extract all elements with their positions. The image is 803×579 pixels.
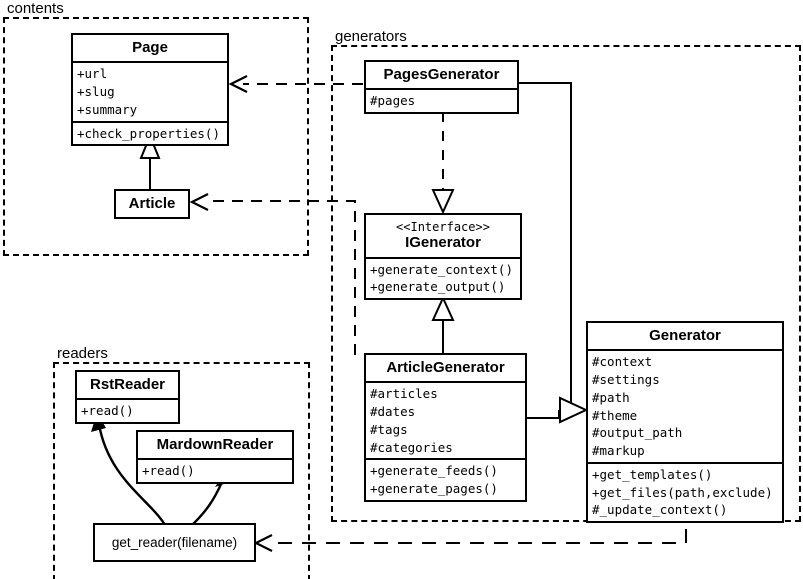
class-page-attributes: +url +slug +summary <box>73 61 227 120</box>
attribute: +summary <box>77 101 138 117</box>
attribute: #tags <box>370 421 408 437</box>
method: +read() <box>81 403 134 419</box>
class-pagesgenerator-attributes: #pages <box>366 88 517 112</box>
attribute: #articles <box>370 386 438 402</box>
package-contents-label: contents <box>4 0 67 17</box>
class-igenerator-methods: +generate_context() +generate_output() <box>366 256 520 299</box>
attribute: #theme <box>592 407 638 423</box>
attribute: +slug <box>77 84 115 99</box>
method: +read() <box>142 463 195 479</box>
attribute: #path <box>592 389 630 405</box>
attribute: #pages <box>370 93 416 109</box>
attribute: #categories <box>370 439 453 455</box>
class-pagesgenerator[interactable]: PagesGenerator #pages <box>364 60 519 114</box>
method: +generate_pages() <box>370 481 498 496</box>
attribute: #markup <box>592 443 645 458</box>
class-generator[interactable]: Generator #context #settings #path #them… <box>586 321 784 523</box>
method: +get_templates() <box>592 466 713 482</box>
method: +generate_output() <box>370 279 506 295</box>
class-rstreader-title: RstReader <box>89 376 166 393</box>
class-igenerator-title: <<Interface>> IGenerator <box>366 215 520 257</box>
class-igenerator-name: IGenerator <box>405 234 481 252</box>
method: #_update_context() <box>592 502 728 518</box>
attribute: #dates <box>370 404 416 419</box>
class-igenerator[interactable]: <<Interface>> IGenerator +generate_conte… <box>364 213 522 301</box>
class-rstreader[interactable]: RstReader +read() <box>75 370 180 424</box>
attribute: #output_path <box>592 425 683 441</box>
package-readers <box>53 362 310 579</box>
class-rstreader-methods: +read() <box>77 398 178 422</box>
class-generator-title: Generator <box>649 327 721 344</box>
package-readers-label: readers <box>54 345 111 362</box>
method: +check_properties() <box>77 125 220 141</box>
class-page[interactable]: Page +url +slug +summary +check_properti… <box>71 33 229 147</box>
attribute: +url <box>77 66 108 82</box>
attribute: #settings <box>592 372 660 387</box>
attribute: #context <box>592 354 653 370</box>
package-contents <box>3 17 309 256</box>
function-get-reader-label: get_reader(filename) <box>111 535 238 550</box>
method: +generate_context() <box>370 261 513 277</box>
class-mardownreader-methods: +read() <box>138 458 292 482</box>
class-igenerator-stereotype: <<Interface>> <box>396 220 490 234</box>
class-article-title: Article <box>128 195 176 212</box>
method: +get_files(path,exclude) <box>592 484 773 500</box>
class-mardownreader-title: MardownReader <box>156 436 274 453</box>
package-generators-label: generators <box>332 28 410 45</box>
class-generator-attributes: #context #settings #path #theme #output_… <box>588 349 782 462</box>
class-pagesgenerator-title: PagesGenerator <box>383 66 500 83</box>
class-page-title: Page <box>132 39 168 56</box>
class-articlegenerator-methods: +generate_feeds() +generate_pages() <box>366 458 525 500</box>
class-generator-methods: +get_templates() +get_files(path,exclude… <box>588 461 782 521</box>
class-articlegenerator-title: ArticleGenerator <box>386 359 505 376</box>
class-mardownreader[interactable]: MardownReader +read() <box>136 430 294 484</box>
class-articlegenerator[interactable]: ArticleGenerator #articles #dates #tags … <box>364 353 527 502</box>
function-get-reader[interactable]: get_reader(filename) <box>93 523 256 562</box>
class-article[interactable]: Article <box>114 189 190 220</box>
class-articlegenerator-attributes: #articles #dates #tags #categories <box>366 381 525 458</box>
method: +generate_feeds() <box>370 463 498 479</box>
class-page-methods: +check_properties() <box>73 120 227 145</box>
